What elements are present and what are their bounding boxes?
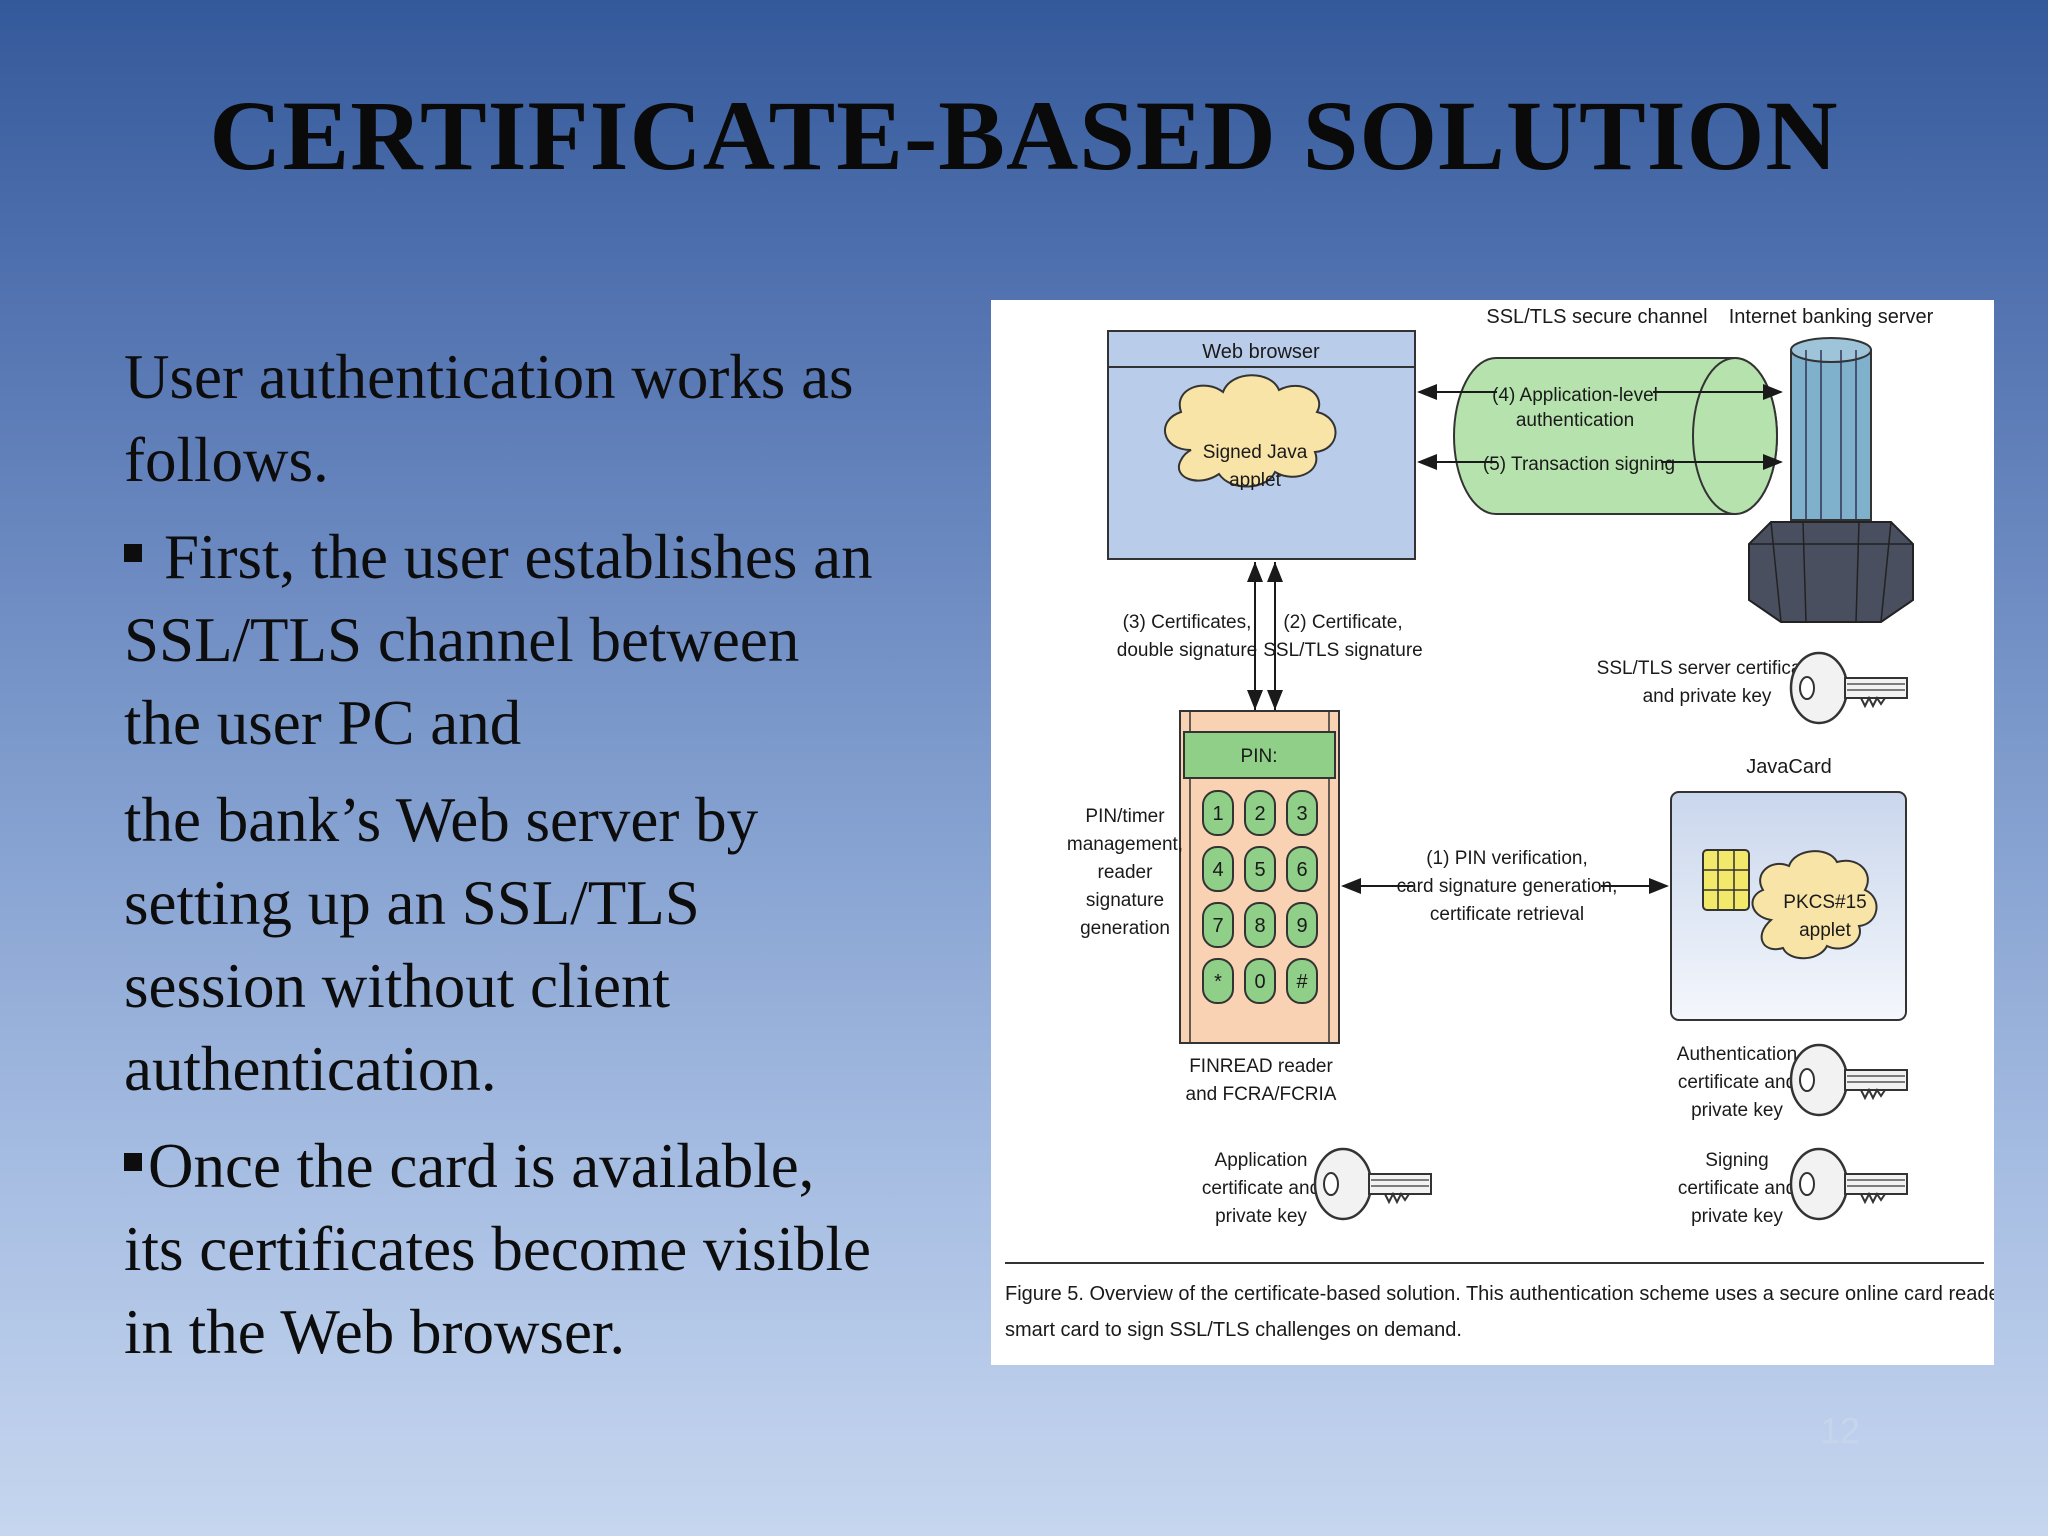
sign-key-icon: [1789, 1147, 1909, 1221]
square-bullet-icon: [124, 544, 142, 562]
server-cert-label: SSL/TLS server certificate: [1597, 658, 1818, 679]
pin-label: PIN:: [1241, 746, 1278, 767]
pin-verif-label: card signature generation,: [1397, 876, 1618, 897]
bullet-line: session without client: [124, 951, 670, 1021]
caption-text: smart card to sign SSL/TLS challenges on…: [1005, 1319, 1462, 1341]
pin-mgmt-label: reader: [1098, 862, 1154, 883]
bullet-line: its certificates become visible: [124, 1214, 871, 1284]
bullet-line: setting up an SSL/TLS: [124, 868, 700, 938]
keypad-key-label: 3: [1296, 803, 1307, 825]
bullet-line: Once the card is available,: [148, 1131, 815, 1201]
keypad-key-label: #: [1296, 971, 1308, 993]
pin-mgmt-label: signature: [1086, 890, 1164, 911]
diagram-figure: SSL/TLS secure channel Internet banking …: [991, 300, 1994, 1365]
caption-text: Figure 5. Overview of the certificate-ba…: [1005, 1283, 1994, 1305]
bullet-first-continued: the bank’s Web server by setting up an S…: [124, 779, 964, 1111]
app-cert-label: certificate and: [1202, 1178, 1320, 1199]
keypad-key: 8: [1244, 902, 1276, 948]
sign-cert-label: certificate and: [1678, 1178, 1796, 1199]
pin-mgmt-label: generation: [1080, 918, 1170, 939]
keypad-key: 6: [1286, 846, 1318, 892]
server-label: Internet banking server: [1729, 306, 1934, 328]
page-number: 12: [1820, 1410, 1861, 1451]
app-key-icon: [1313, 1147, 1433, 1221]
auth-key-icon: [1789, 1043, 1909, 1117]
pin-mgmt-label: management,: [1067, 834, 1183, 855]
bullet-second: Once the card is available, its certific…: [124, 1125, 964, 1374]
keypad-key: 5: [1244, 846, 1276, 892]
cert3-label: double signature: [1117, 640, 1258, 661]
chip-icon: [1702, 849, 1750, 911]
intro-paragraph: User authentication works as follows.: [124, 336, 964, 502]
slide-title: CERTIFICATE-BASED SOLUTION: [209, 80, 1839, 191]
keypad-key-label: 2: [1254, 803, 1265, 825]
keypad-key: *: [1202, 958, 1234, 1004]
keypad-key: 2: [1244, 790, 1276, 836]
cert2-label: SSL/TLS signature: [1263, 640, 1422, 661]
applet-label: applet: [1229, 470, 1281, 491]
tx-signing-label: (5) Transaction signing: [1483, 454, 1675, 475]
finread-label: FINREAD reader: [1189, 1056, 1333, 1077]
keypad-key: #: [1286, 958, 1318, 1004]
keypad-key-label: 7: [1212, 915, 1223, 937]
auth-cert-label: Authentication: [1677, 1044, 1797, 1065]
auth-cert-label: certificate and: [1678, 1072, 1796, 1093]
bullet-line: authentication.: [124, 1034, 497, 1104]
pin-verif-label: certificate retrieval: [1430, 904, 1584, 925]
keypad-key: 1: [1202, 790, 1234, 836]
bullet-line: the bank’s Web server by: [124, 785, 759, 855]
keypad-key-label: 4: [1212, 859, 1223, 881]
ssl-channel-label: SSL/TLS secure channel: [1486, 306, 1707, 328]
bullet-line: First, the user establishes an: [164, 522, 873, 592]
intro-line: User authentication works as: [124, 342, 854, 412]
intro-line: follows.: [124, 425, 329, 495]
diagram-svg: SSL/TLS secure channel Internet banking …: [1005, 306, 1994, 1341]
web-browser-label: Web browser: [1202, 341, 1320, 363]
pin-verif-label: (1) PIN verification,: [1426, 848, 1588, 869]
keypad-key-label: 8: [1254, 915, 1265, 937]
pin-display: [1183, 731, 1336, 779]
app-cert-label: private key: [1215, 1206, 1307, 1227]
app-cert-label: Application: [1215, 1150, 1308, 1171]
slide-body: User authentication works as follows. Fi…: [124, 336, 964, 1388]
keypad-key: 0: [1244, 958, 1276, 1004]
keypad-key-label: *: [1214, 971, 1222, 993]
keypad-key: 7: [1202, 902, 1234, 948]
finread-label: and FCRA/FCRIA: [1186, 1084, 1337, 1105]
app-auth-label: (4) Application-level: [1492, 385, 1658, 406]
keypad-key: 3: [1286, 790, 1318, 836]
keypad-key-label: 9: [1296, 915, 1307, 937]
keypad-key: 9: [1286, 902, 1318, 948]
pkcs-cloud-shape: [1751, 850, 1878, 960]
auth-cert-label: private key: [1691, 1100, 1783, 1121]
pin-mgmt-label: PIN/timer: [1085, 806, 1165, 827]
pkcs-label: PKCS#15: [1783, 892, 1866, 913]
bullet-line: SSL/TLS channel between: [124, 605, 800, 675]
server-key-icon: [1789, 651, 1909, 725]
javacard-label: JavaCard: [1746, 756, 1832, 778]
server-icon: [1748, 337, 1914, 623]
app-auth-label: authentication: [1516, 410, 1634, 431]
bullet-first: First, the user establishes an SSL/TLS c…: [124, 516, 964, 765]
keypad-key-label: 1: [1212, 803, 1223, 825]
bullet-line: in the Web browser.: [124, 1297, 626, 1367]
server-cert-label: and private key: [1643, 686, 1772, 707]
applet-cloud-shape: [1164, 374, 1337, 488]
sign-cert-label: private key: [1691, 1206, 1783, 1227]
keypad-key-label: 5: [1254, 859, 1265, 881]
cert2-label: (2) Certificate,: [1283, 612, 1402, 633]
keypad-key-label: 6: [1296, 859, 1307, 881]
keypad-key: 4: [1202, 846, 1234, 892]
keypad: 1 2 3 4 5 6 7 8 9 * 0 #: [1202, 790, 1318, 1004]
sign-cert-label: Signing: [1705, 1150, 1768, 1171]
bullet-line: the user PC and: [124, 688, 522, 758]
applet-label: Signed Java: [1203, 442, 1308, 463]
cert3-label: (3) Certificates,: [1123, 612, 1252, 633]
pkcs-label: applet: [1799, 920, 1851, 941]
square-bullet-icon: [124, 1153, 142, 1171]
keypad-key-label: 0: [1254, 971, 1265, 993]
